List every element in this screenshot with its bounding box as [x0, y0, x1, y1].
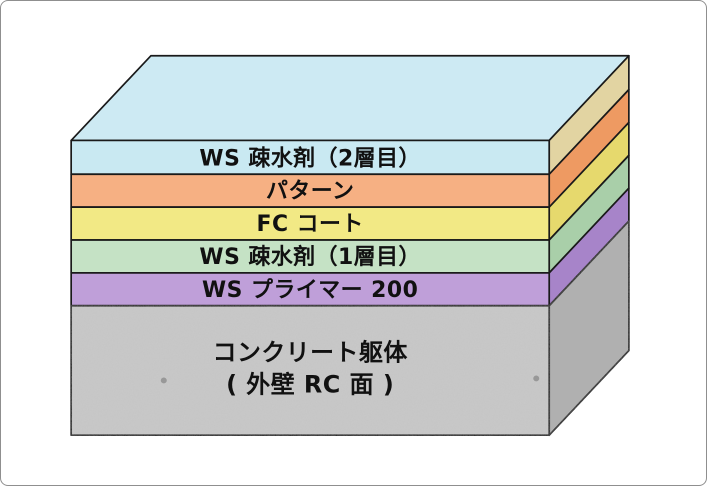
concrete-speckle: [160, 377, 167, 384]
concrete-label-line1: コンクリート躯体: [213, 339, 408, 367]
top-face-group: [70, 54, 630, 142]
concrete-detail-group: コンクリート躯体 ( 外壁 RC 面 ): [160, 339, 540, 398]
layer-2-group: パターン: [70, 88, 630, 208]
layer-1-group: WS 疎水剤（2層目）: [70, 54, 630, 176]
layer-2-front-face: [70, 173, 551, 208]
layer-4-label: WS 疎水剤（1層目）: [199, 244, 420, 270]
layer-4-front-face: [70, 239, 551, 274]
layer-1-front-face: [70, 139, 551, 176]
layer-3-group: FC コート: [70, 121, 630, 241]
concrete-base-group: [70, 220, 630, 437]
layer-5-label: WS プライマー 200: [202, 278, 418, 303]
layer-3-label: FC コート: [257, 212, 364, 237]
layer-4-group: WS 疎水剤（1層目）: [70, 154, 630, 274]
layer-5-front-face: [70, 272, 551, 307]
concrete-speckle: [533, 375, 540, 382]
concrete-label-line2: ( 外壁 RC 面 ): [226, 370, 394, 398]
layer-1-label: WS 疎水剤（2層目）: [199, 145, 420, 171]
layer-2-label: パターン: [266, 179, 354, 204]
top-face: [70, 54, 630, 142]
concrete-front-face: [70, 304, 551, 437]
